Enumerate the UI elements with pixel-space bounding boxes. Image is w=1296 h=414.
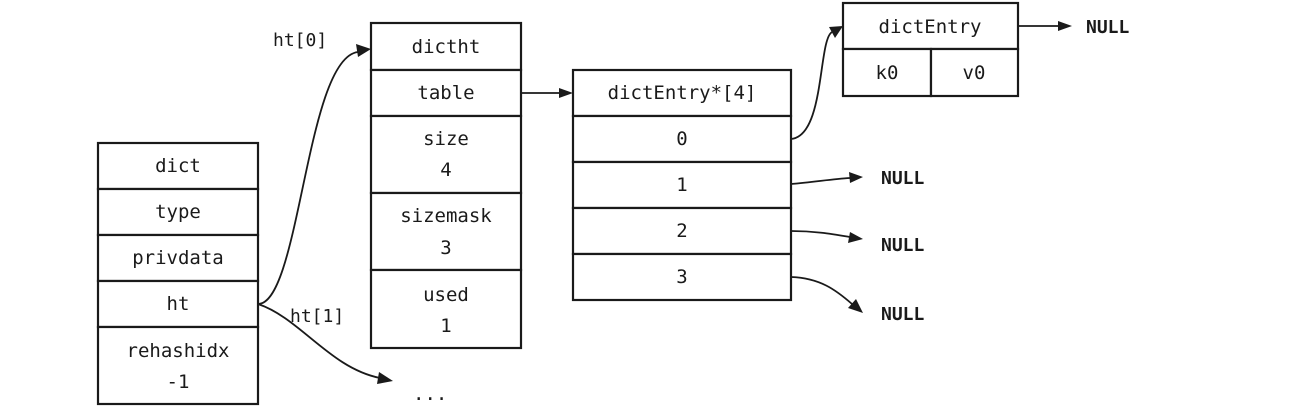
dict-type-cell	[96, 187, 260, 237]
table-slot-2-index: 2	[676, 220, 687, 242]
ht1-arrowhead	[377, 372, 393, 384]
ht0-label: ht[0]	[273, 30, 327, 51]
ht1-pointer-arrow	[257, 303, 381, 379]
table-slot-2	[571, 206, 793, 256]
dictht-sizemask-value: 3	[440, 237, 451, 259]
dict-title: dict	[155, 155, 201, 177]
slot-1-pointer-arrow	[790, 177, 851, 185]
dict-ht-field: ht	[167, 293, 190, 315]
ht1-label: ht[1]	[290, 306, 344, 327]
dictht-table-field: table	[417, 82, 474, 104]
table-slot-1-index: 1	[676, 174, 687, 196]
dict-entry-value-cell	[929, 47, 1020, 98]
dictht-used-value: 1	[440, 315, 451, 337]
table-array-title-cell	[571, 68, 793, 118]
dict-entry-title: dictEntry	[879, 16, 982, 38]
slot-1-arrowhead	[849, 172, 863, 183]
slot-0-pointer-arrow	[790, 31, 833, 140]
slot-3-null-label: NULL	[881, 304, 925, 325]
ht0-pointer-arrow	[257, 51, 359, 305]
dictht-used-label: used	[423, 284, 469, 306]
dict-entry-value: v0	[963, 62, 986, 84]
table-array: dictEntry*[4] 0 1 2 3	[571, 68, 793, 302]
dictht-size-cell	[369, 114, 523, 195]
dict-entry-key: k0	[876, 62, 899, 84]
dictht-title-cell	[369, 21, 523, 72]
dictht-size-value: 4	[440, 159, 451, 181]
dictht-title: dictht	[412, 36, 481, 58]
diagram-labels: ht[0] ht[1] ... NULL NULL NULL NULL	[273, 17, 1130, 405]
table-slot-0	[571, 114, 793, 164]
table-slot-3-index: 3	[676, 266, 687, 288]
slot-1-null-label: NULL	[881, 168, 925, 189]
dict-entry-key-cell	[841, 47, 933, 98]
table-slot-0-index: 0	[676, 128, 687, 150]
dict-struct: dict type privdata ht rehashidx -1	[96, 141, 260, 406]
slot-2-arrowhead	[848, 232, 863, 243]
slot-2-pointer-arrow	[790, 230, 851, 238]
dict-title-cell	[96, 141, 260, 191]
table-array-title: dictEntry*[4]	[608, 82, 757, 104]
dict-type-field: type	[155, 201, 201, 223]
entry-next-null-label: NULL	[1086, 17, 1130, 38]
table-arrowhead	[559, 88, 573, 98]
dictht-used-cell	[369, 268, 523, 350]
slot-2-null-label: NULL	[881, 235, 925, 256]
entry-next-arrowhead	[1058, 21, 1072, 31]
ellipsis-label: ...	[413, 383, 447, 405]
dict-privdata-field: privdata	[132, 247, 224, 269]
slot-3-pointer-arrow	[790, 276, 853, 305]
pointer-arrows	[257, 21, 1072, 384]
slot-3-arrowhead	[848, 299, 863, 313]
dict-rehashidx-label: rehashidx	[127, 340, 230, 362]
dictht-size-label: size	[423, 128, 469, 150]
ht0-arrowhead	[356, 44, 371, 57]
dict-rehashidx-value: -1	[167, 371, 190, 393]
dictht-sizemask-label: sizemask	[400, 205, 492, 227]
dict-entry-node: dictEntry k0 v0	[841, 1, 1020, 98]
dictht-struct: dictht table size 4 sizemask 3 used 1	[369, 21, 523, 350]
slot-0-arrowhead	[829, 26, 843, 38]
dict-rehashidx-cell	[96, 325, 260, 406]
